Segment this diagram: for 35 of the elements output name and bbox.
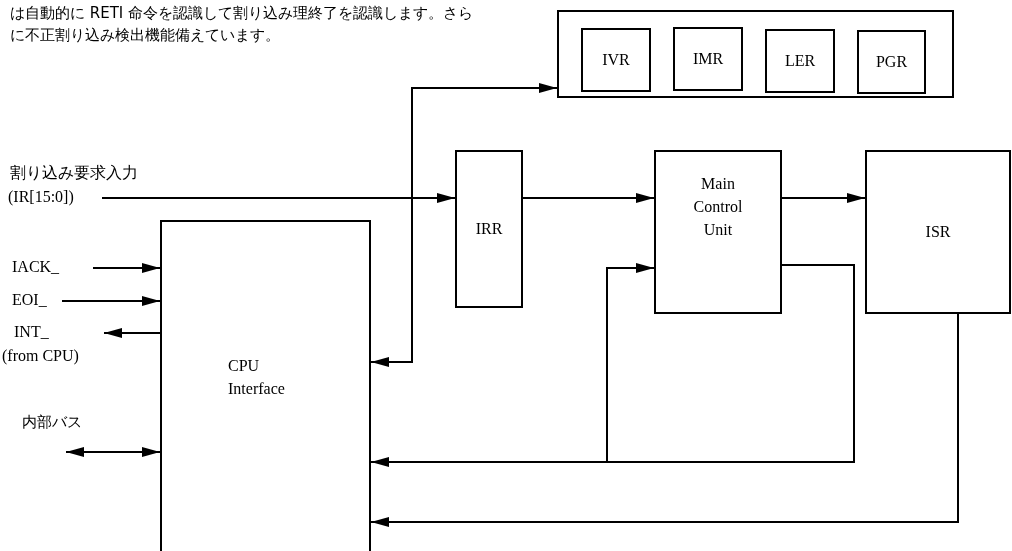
arrow bbox=[103, 328, 161, 338]
block-box bbox=[160, 220, 371, 551]
register-group-box bbox=[557, 10, 954, 98]
arrow bbox=[61, 296, 161, 306]
signal-name: (IR[15:0]) bbox=[8, 187, 74, 208]
block-name: PGR bbox=[874, 52, 909, 72]
block-name: CPU Interface bbox=[228, 356, 286, 400]
arrow bbox=[370, 313, 959, 527]
signal-name: (from CPU) bbox=[2, 346, 79, 367]
arrow bbox=[101, 193, 456, 203]
description-text: は自動的に RETI 命令を認識して割り込み理終了を認識します。さらに不正割り込み検出機能備えています。 bbox=[10, 3, 475, 46]
block-box bbox=[857, 30, 926, 94]
block-name: IMR bbox=[691, 49, 725, 69]
block-box bbox=[865, 150, 1011, 314]
block-box bbox=[673, 27, 743, 91]
block-name: ISR bbox=[924, 222, 952, 242]
block-box bbox=[765, 29, 835, 93]
arrow bbox=[781, 193, 866, 203]
block-box bbox=[455, 150, 523, 308]
block-name: IVR bbox=[601, 50, 631, 70]
block-box bbox=[654, 150, 782, 314]
signal-name: 割り込み要求入力 bbox=[10, 163, 138, 183]
signal-name: IACK_ bbox=[12, 257, 60, 277]
block-box bbox=[581, 28, 651, 92]
signal-name: INT_ bbox=[14, 322, 49, 342]
block-name: IRR bbox=[474, 219, 504, 239]
bus-label: 内部バス bbox=[22, 412, 83, 433]
block-name: Main Control Unit bbox=[692, 174, 744, 241]
block-name: LER bbox=[783, 51, 817, 71]
arrow bbox=[606, 263, 855, 463]
signal-name: EOI_ bbox=[12, 290, 47, 310]
arrow bbox=[522, 193, 655, 203]
arrow bbox=[92, 263, 161, 273]
arrow bbox=[370, 83, 558, 367]
arrow bbox=[65, 447, 161, 457]
